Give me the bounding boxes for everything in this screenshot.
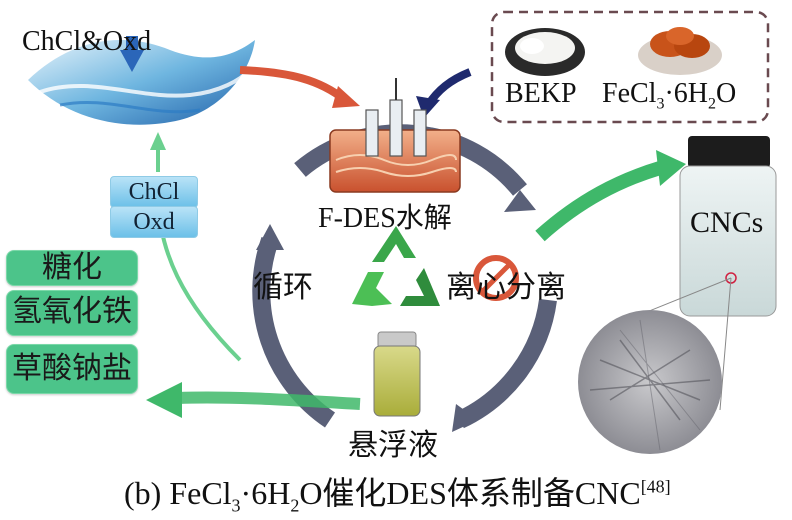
centrifuge-label: 离心分离	[446, 271, 566, 304]
tem-image	[578, 310, 722, 454]
recycle-icon	[352, 226, 440, 306]
suspension-vial-image	[373, 331, 421, 417]
arrow-to-reactor-red	[239, 66, 348, 104]
hydrolysis-label: F-DES水解	[318, 203, 452, 234]
arrow-to-cncs	[535, 161, 663, 242]
suspension-label: 悬浮液	[348, 429, 438, 462]
product-box-sodium-oxalate: 草酸钠盐	[6, 344, 138, 394]
bekp-label: BEKP	[505, 78, 577, 109]
raw-materials-box	[490, 10, 770, 124]
reactor-vessel-image	[329, 78, 461, 193]
chcl-box: ChCl	[110, 176, 198, 208]
product-box-saccharification: 糖化	[6, 250, 138, 286]
product-box-ferric-hydroxide: 氢氧化铁	[6, 290, 138, 336]
cncs-label: CNCs	[690, 206, 764, 239]
oxd-box: Oxd	[110, 206, 198, 238]
arrow-to-products	[177, 391, 361, 410]
cycle-label: 循环	[253, 271, 313, 304]
figure-caption: (b) FeCl3·6H2O催化DES体系制备CNC[48]	[124, 475, 671, 516]
fecl3-dish-image	[638, 27, 722, 75]
water-splash-image	[28, 36, 255, 125]
cnc-vial-image	[621, 136, 777, 411]
bekp-dish-image	[505, 28, 585, 76]
input-label-chcl-oxd: ChCl&Oxd	[22, 26, 152, 57]
centrifuge-icon	[473, 255, 519, 301]
fecl3-label: FeCl3·6H2O	[602, 78, 737, 113]
